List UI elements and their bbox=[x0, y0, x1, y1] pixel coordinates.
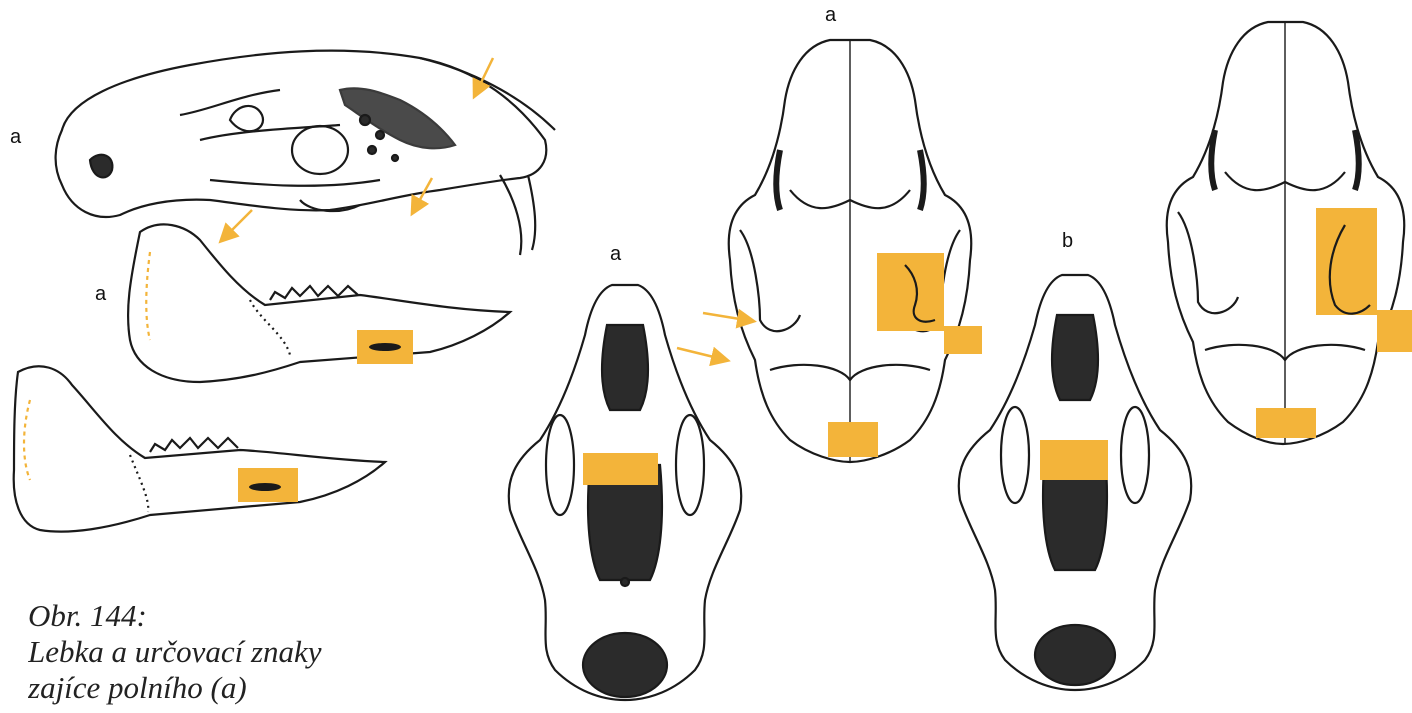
lateral-skull-drawing bbox=[56, 51, 555, 255]
ventral-skull-b-drawing bbox=[959, 275, 1192, 690]
highlight-box bbox=[583, 453, 658, 485]
highlight-box bbox=[1040, 440, 1108, 480]
mandible-lower-drawing bbox=[14, 366, 385, 531]
caption-line: Obr. 144: bbox=[28, 598, 488, 634]
ventral-skull-a-drawing bbox=[509, 285, 742, 700]
label-mandible: a bbox=[95, 283, 106, 306]
figure-caption: Obr. 144: Lebka a určovací znaky zajíce … bbox=[28, 598, 488, 713]
pointer-arrow bbox=[222, 210, 252, 240]
label-ventral-b: b bbox=[1062, 230, 1073, 253]
highlight-box bbox=[828, 422, 878, 457]
dorsal-skull-a-drawing bbox=[729, 40, 972, 462]
foramen-mark bbox=[249, 483, 281, 491]
caption-line: Lebka a určovací znaky bbox=[28, 634, 488, 670]
highlight-box bbox=[1377, 310, 1412, 352]
highlight-box bbox=[944, 326, 982, 354]
label-dorsal-a: a bbox=[825, 4, 836, 27]
pointer-arrow bbox=[677, 348, 726, 360]
label-lateral-skull: a bbox=[10, 126, 21, 149]
caption-line: zajíce polního (a) bbox=[28, 670, 488, 706]
highlight-box bbox=[1256, 408, 1316, 438]
highlight-box bbox=[1316, 208, 1377, 315]
mandible-upper-drawing bbox=[128, 224, 510, 382]
label-ventral-a: a bbox=[610, 243, 621, 266]
foramen-mark bbox=[369, 343, 401, 351]
